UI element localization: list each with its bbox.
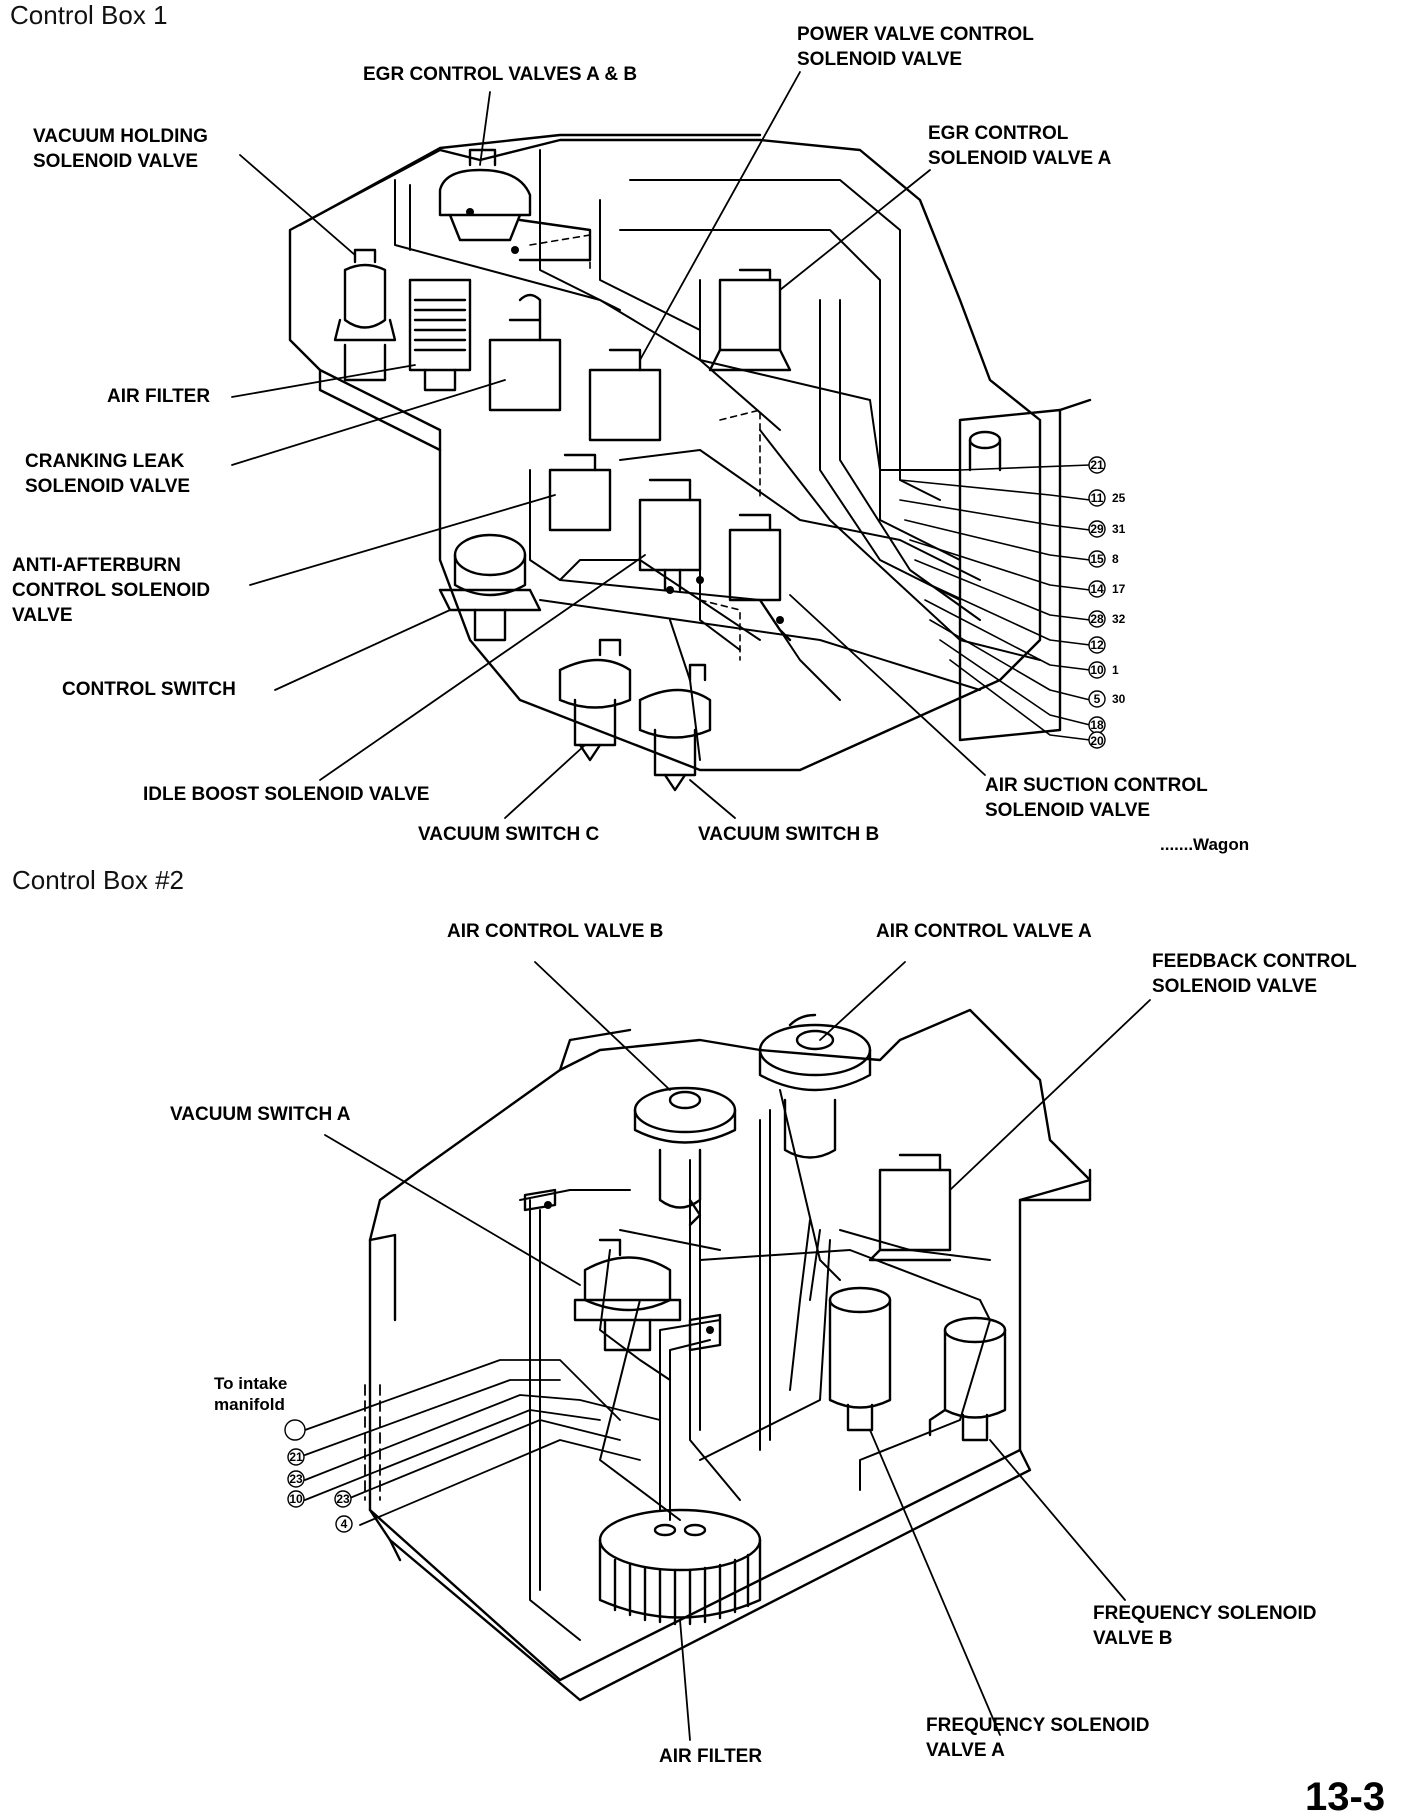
box1-housing	[288, 133, 1092, 772]
port-number: 1	[1112, 663, 1119, 677]
port-number: 12	[1090, 638, 1104, 652]
label-vacuum-holding-line1: VACUUM HOLDING	[33, 126, 208, 147]
box1-components	[333, 148, 1002, 792]
port-number: 15	[1090, 552, 1104, 566]
page-number: 13-3	[1305, 1775, 1386, 1819]
label-air-filter-1: AIR FILTER	[107, 386, 211, 407]
label-control-switch: CONTROL SWITCH	[62, 679, 236, 700]
label-cranking-line1: CRANKING LEAK	[25, 451, 185, 472]
port-number: 30	[1112, 692, 1126, 706]
box2-title: Control Box #2	[12, 865, 184, 895]
port-number: 21	[1090, 458, 1104, 472]
box2-hoses	[519, 1089, 991, 1641]
label-intake-line2: manifold	[214, 1395, 285, 1414]
label-freq-a-line2: VALVE A	[926, 1740, 1005, 1761]
label-anti-afterburn-line3: VALVE	[12, 605, 73, 626]
label-air-suction-line2: SOLENOID VALVE	[985, 800, 1151, 821]
port-number: 20	[1090, 734, 1104, 748]
label-air-control-valve-b: AIR CONTROL VALVE B	[447, 921, 664, 942]
box1-title: Control Box 1	[10, 0, 168, 30]
box2-housing	[368, 1008, 1092, 1702]
port-number: 10	[289, 1492, 303, 1506]
label-feedback-line1: FEEDBACK CONTROL	[1152, 951, 1357, 972]
label-vacuum-switch-a: VACUUM SWITCH A	[170, 1104, 351, 1125]
port-number: 14	[1090, 582, 1104, 596]
port-number: 17	[1112, 582, 1126, 596]
label-air-suction-line1: AIR SUCTION CONTROL	[985, 775, 1208, 796]
label-feedback-line2: SOLENOID VALVE	[1152, 976, 1318, 997]
box1-port-lines	[899, 464, 1091, 741]
label-power-valve-line2: SOLENOID VALVE	[797, 49, 963, 70]
port-number: 23	[289, 1472, 303, 1486]
box1-port-circles	[1088, 456, 1106, 749]
label-idle-boost: IDLE BOOST SOLENOID VALVE	[143, 784, 430, 805]
label-air-control-valve-a: AIR CONTROL VALVE A	[876, 921, 1092, 942]
port-number: 29	[1090, 522, 1104, 536]
label-vacuum-switch-b: VACUUM SWITCH B	[698, 824, 880, 845]
port-number: 31	[1112, 522, 1126, 536]
box1-leader-lines	[231, 71, 986, 819]
port-number: 23	[336, 1492, 350, 1506]
port-number: 25	[1112, 491, 1126, 505]
label-egr-solenoid-line2: SOLENOID VALVE A	[928, 148, 1112, 169]
label-intake-line1: To intake	[214, 1374, 288, 1393]
port-number: 8	[1112, 552, 1119, 566]
fittings	[466, 208, 784, 1334]
label-air-filter-2: AIR FILTER	[659, 1746, 763, 1767]
label-power-valve-line1: POWER VALVE CONTROL	[797, 24, 1034, 45]
box2-dash-lines	[364, 1384, 381, 1501]
box2-leader-lines	[324, 961, 1151, 1741]
label-vacuum-switch-c: VACUUM SWITCH C	[418, 824, 600, 845]
label-freq-b-line2: VALVE B	[1093, 1628, 1173, 1649]
port-number: 11	[1090, 491, 1104, 505]
port-number: 4	[340, 1517, 348, 1531]
box2-components	[523, 1013, 1007, 1626]
box2-port-lines	[304, 1359, 661, 1526]
label-anti-afterburn-line2: CONTROL SOLENOID	[12, 580, 211, 601]
label-wagon-legend: .......Wagon	[1160, 835, 1250, 854]
label-freq-a-line1: FREQUENCY SOLENOID	[926, 1715, 1150, 1736]
port-number: 18	[1090, 718, 1104, 732]
port-number: 32	[1112, 612, 1126, 626]
label-egr-control-valves: EGR CONTROL VALVES A & B	[363, 64, 638, 85]
label-vacuum-holding-line2: SOLENOID VALVE	[33, 151, 199, 172]
label-anti-afterburn-line1: ANTI-AFTERBURN	[12, 555, 181, 576]
label-cranking-line2: SOLENOID VALVE	[25, 476, 191, 497]
box2-port-circles	[284, 1419, 353, 1533]
port-number: 28	[1090, 612, 1104, 626]
port-number: 10	[1090, 663, 1104, 677]
port-number: 5	[1093, 692, 1101, 706]
label-egr-solenoid-line1: EGR CONTROL	[928, 123, 1069, 144]
label-freq-b-line1: FREQUENCY SOLENOID	[1093, 1603, 1317, 1624]
box1-wagon-dashes	[529, 234, 761, 661]
port-number: 21	[289, 1450, 303, 1464]
box1-hoses	[394, 149, 1041, 761]
